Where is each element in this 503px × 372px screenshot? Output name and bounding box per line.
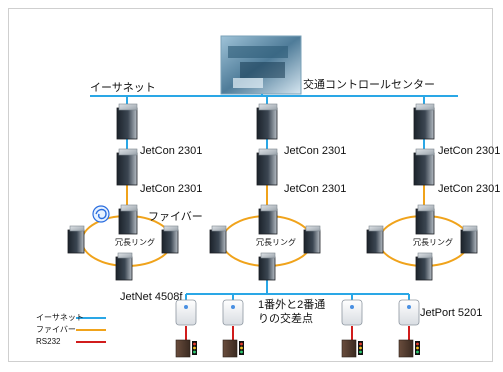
- switch-icon: [258, 252, 276, 281]
- device-label-jetnet: JetNet 4508f: [120, 291, 183, 303]
- switch-icon: [161, 225, 179, 254]
- legend-fiber-label: ファイバー: [36, 325, 76, 334]
- switch-icon: [460, 225, 478, 254]
- intersection-label-line1: 1番外と2番通: [258, 299, 326, 311]
- legend-rs232-label: RS232: [36, 337, 61, 346]
- switch-icon: [115, 252, 133, 281]
- serial-device-icon: [175, 299, 197, 326]
- traffic-cabinet-icon: [341, 339, 363, 358]
- device-label-jetcon-col2-bottom: JetCon 2301: [284, 183, 347, 195]
- device-label-jetcon-col2-top: JetCon 2301: [284, 145, 347, 157]
- control-center-label: 交通コントロールセンター: [303, 79, 435, 91]
- control-center-image: [220, 35, 302, 95]
- switch-icon: [256, 148, 278, 186]
- ring-label-col1: 冗長リング: [115, 238, 155, 247]
- switch-icon: [67, 225, 85, 254]
- ring-label-col3: 冗長リング: [413, 238, 453, 247]
- device-label-jetport: JetPort 5201: [420, 307, 483, 319]
- device-label-jetcon-col1-bottom: JetCon 2301: [140, 183, 203, 195]
- traffic-cabinet-icon: [222, 339, 244, 358]
- switch-icon: [413, 148, 435, 186]
- diagram-frame: [8, 8, 493, 362]
- serial-device-icon: [398, 299, 420, 326]
- device-label-jetcon-col3-top: JetCon 2301: [438, 145, 501, 157]
- switch-icon: [366, 225, 384, 254]
- ethernet-label: イーサネット: [90, 82, 156, 94]
- switch-icon: [116, 148, 138, 186]
- device-icons: [67, 103, 478, 358]
- traffic-cabinet-icon: [175, 339, 197, 358]
- intersection-label-line2: りの交差点: [258, 313, 313, 325]
- switch-icon: [209, 225, 227, 254]
- device-label-jetcon-col1-top: JetCon 2301: [140, 145, 203, 157]
- switch-icon: [116, 103, 138, 140]
- switch-icon: [258, 204, 278, 235]
- switch-icon: [303, 225, 321, 254]
- serial-device-icon: [341, 299, 363, 326]
- switch-icon: [415, 204, 435, 235]
- legend-ethernet-label: イーサネット: [36, 313, 84, 322]
- fiber-icon: [92, 205, 110, 223]
- device-label-jetcon-col3-bottom: JetCon 2301: [438, 183, 501, 195]
- ring-label-col2: 冗長リング: [256, 238, 296, 247]
- legend-lines: [76, 317, 106, 343]
- switch-icon: [415, 252, 433, 281]
- traffic-cabinet-icon: [398, 339, 420, 358]
- fiber-label: ファイバー: [148, 211, 203, 223]
- switch-icon: [413, 103, 435, 140]
- switch-icon: [118, 204, 138, 235]
- serial-device-icon: [222, 299, 244, 326]
- switch-icon: [256, 103, 278, 140]
